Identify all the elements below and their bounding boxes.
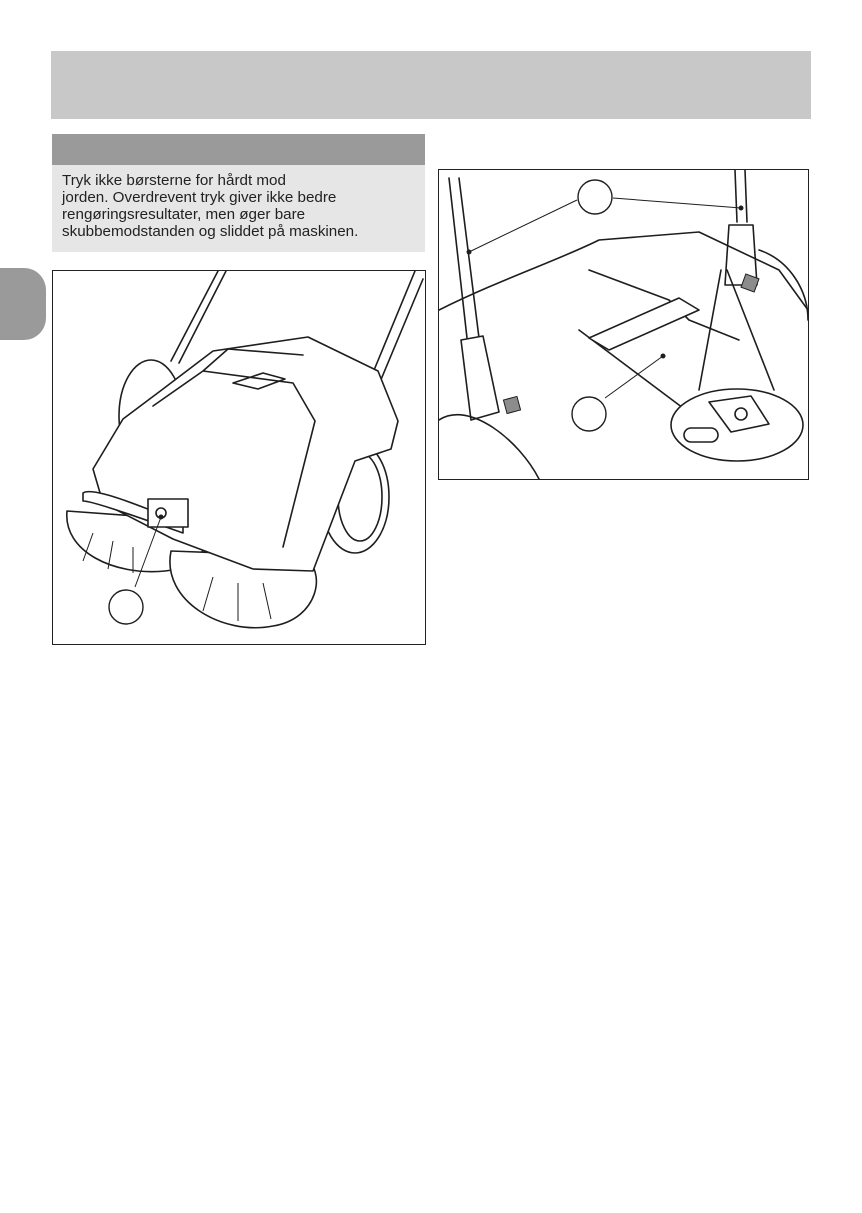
- inset-pointer: [699, 270, 774, 390]
- sweeper-front-drawing: [53, 271, 425, 644]
- slot-oval: [684, 428, 718, 442]
- left-wheel: [439, 415, 539, 479]
- circle-callout: [572, 397, 606, 431]
- note-text: Tryk ikke børsterne for hårdt mod jorden…: [52, 165, 425, 240]
- section-header-band: [51, 51, 811, 119]
- left-handle-bar: [171, 271, 226, 363]
- circle-callout: [578, 180, 612, 214]
- left-handle-mount: [461, 336, 499, 420]
- callout-point: [739, 206, 744, 211]
- sweeper-rear-illustration: [438, 169, 809, 480]
- circle-callout: [109, 590, 143, 624]
- callout-leader: [605, 356, 663, 398]
- callout-leader: [469, 200, 577, 252]
- front-latch: [148, 499, 188, 527]
- callout-point: [159, 515, 164, 520]
- note-line: rengøringsresultater, men øger bare: [62, 206, 305, 223]
- left-clip: [503, 396, 520, 413]
- callout-leader: [613, 198, 741, 208]
- note-line: Tryk ikke børsterne for hårdt mod: [62, 172, 286, 189]
- right-wheel: [759, 250, 808, 320]
- note-box: Tryk ikke børsterne for hårdt mod jorden…: [52, 134, 425, 252]
- rear-handle-bar: [589, 298, 699, 350]
- right-handle-bar: [735, 170, 747, 222]
- sweeper-front-illustration: [52, 270, 426, 645]
- sweeper-rear-drawing: [439, 170, 808, 479]
- callout-point: [661, 354, 666, 359]
- note-header-bar: [52, 134, 425, 165]
- note-line: jorden. Overdrevent tryk giver ikke bedr…: [62, 189, 336, 206]
- note-line: skubbemodstanden og sliddet på maskinen.: [62, 223, 358, 240]
- left-handle-bar: [449, 178, 479, 338]
- callout-point: [467, 250, 472, 255]
- chapter-side-tab: [0, 268, 46, 340]
